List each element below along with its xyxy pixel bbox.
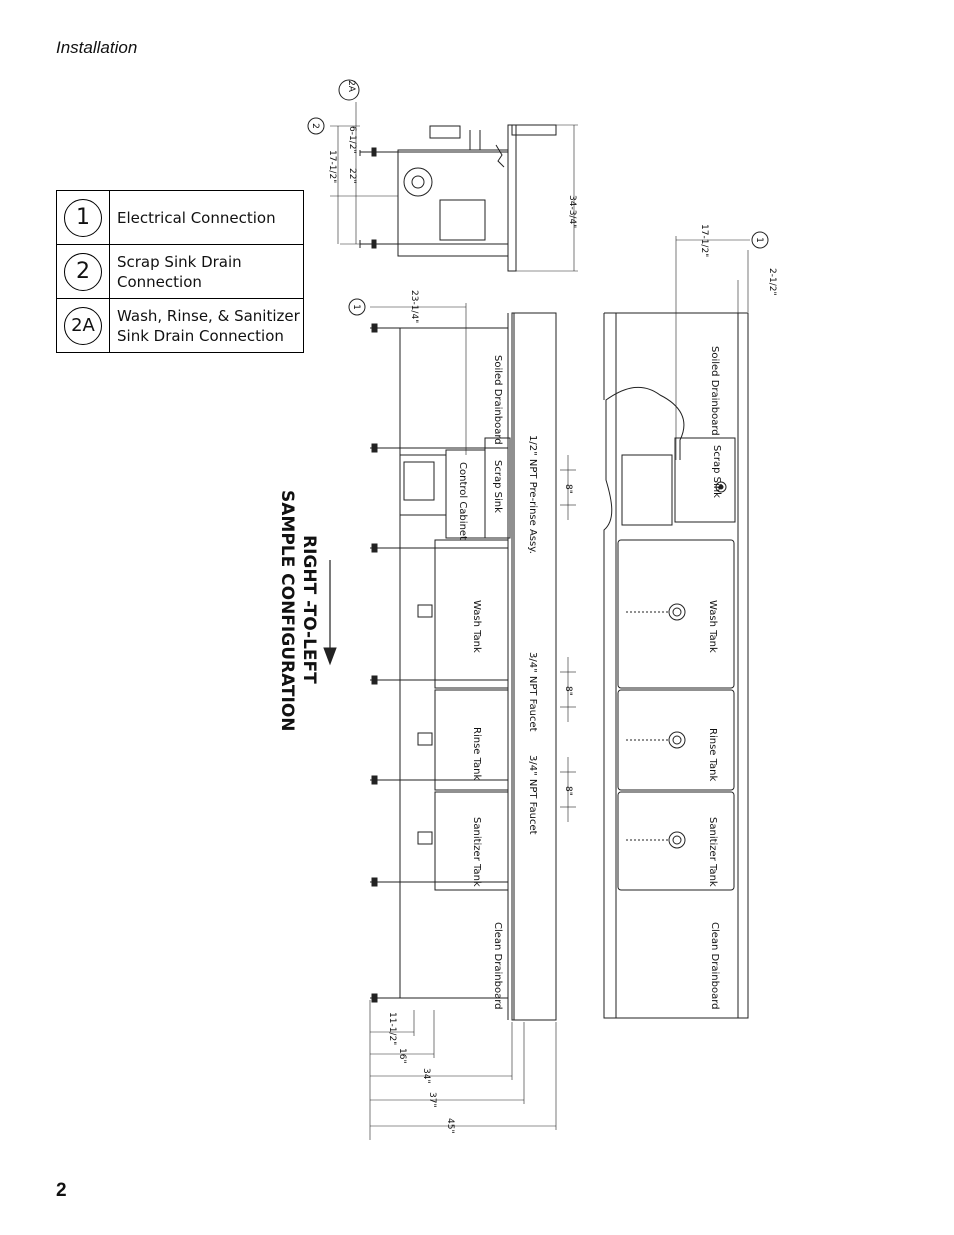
side-marker-2a bbox=[338, 79, 360, 101]
legend-text: Connection bbox=[117, 272, 202, 291]
section-label: Soiled Drainboard bbox=[709, 346, 720, 436]
top-view bbox=[603, 231, 769, 1019]
dim-8-b: 8" bbox=[563, 686, 573, 696]
front-view bbox=[348, 298, 576, 1140]
side-view bbox=[307, 79, 578, 272]
dim-37: 37" bbox=[427, 1092, 437, 1108]
section-label: Sanitizer Tank bbox=[471, 817, 482, 887]
note-label: 1/2" NPT Pre-rinse Assy. bbox=[527, 435, 538, 554]
legend-marker-1: 1 bbox=[64, 198, 102, 237]
section-label: Scrap Sink bbox=[492, 460, 503, 513]
dim-11-1-2: 11-1/2" bbox=[387, 1012, 397, 1045]
dim-6-1-2: 6-1/2" bbox=[347, 126, 357, 154]
front-marker-1-label: 1 bbox=[351, 304, 361, 310]
section-label: Rinse Tank bbox=[707, 728, 718, 782]
dim-34-3-4: 34-3/4" bbox=[567, 195, 577, 228]
dim-16: 16" bbox=[397, 1048, 407, 1064]
dim-8-a: 8" bbox=[563, 484, 573, 494]
dim-2-1-2: 2-1/2" bbox=[767, 268, 777, 296]
front-view-labels: 1 23-1/4" Soiled Drainboard Scrap Sink C… bbox=[351, 290, 573, 1134]
side-view-labels: 2A 2 6-1/2" 17-1/2" 22" 34-3/4" bbox=[310, 80, 577, 228]
top-view-labels: 1 17-1/2" 2-1/2" Soiled Drainboard Scrap… bbox=[699, 224, 777, 1010]
direction-arrowhead bbox=[323, 647, 337, 666]
section-label: Wash Tank bbox=[471, 600, 482, 653]
section-label: Wash Tank bbox=[707, 600, 718, 653]
legend-text: Wash, Rinse, & Sanitizer bbox=[117, 306, 300, 325]
legend-marker-2: 2 bbox=[64, 252, 102, 291]
page-number: 2 bbox=[56, 1180, 67, 1201]
dim-34: 34" bbox=[421, 1068, 431, 1084]
dim-45: 45" bbox=[445, 1118, 455, 1134]
note-label: 3/4" NPT Faucet bbox=[527, 652, 538, 732]
side-marker-2 bbox=[307, 117, 325, 135]
section-label: Clean Drainboard bbox=[709, 922, 720, 1010]
section-label: Soiled Drainboard bbox=[492, 355, 503, 445]
section-label: Control Cabinet bbox=[457, 462, 468, 540]
top-marker-1-label: 1 bbox=[754, 237, 764, 243]
section-label: Scrap Sink bbox=[711, 445, 722, 498]
config-title-line1: RIGHT -TO-LEFT bbox=[299, 535, 319, 684]
dim-17-1-2-top: 17-1/2" bbox=[699, 224, 709, 257]
top-marker-1 bbox=[751, 231, 769, 249]
front-marker-1 bbox=[348, 298, 366, 316]
section-label: Sanitizer Tank bbox=[707, 817, 718, 887]
section-label: Clean Drainboard bbox=[492, 922, 503, 1010]
section-header: Installation bbox=[56, 38, 138, 57]
dim-22: 22" bbox=[347, 168, 357, 184]
legend-text: Sink Drain Connection bbox=[117, 326, 284, 345]
dim-8-c: 8" bbox=[563, 786, 573, 796]
legend-text: Scrap Sink Drain bbox=[117, 252, 242, 271]
note-label: 3/4" NPT Faucet bbox=[527, 755, 538, 835]
legend-text: Electrical Connection bbox=[117, 208, 276, 227]
side-marker-2a-label: 2A bbox=[346, 80, 356, 93]
dim-17-1-2-side: 17-1/2" bbox=[327, 150, 337, 183]
legend-row: 1 Electrical Connection bbox=[56, 190, 304, 245]
section-label: Rinse Tank bbox=[471, 727, 482, 781]
config-title-line2: SAMPLE CONFIGURATION bbox=[277, 490, 297, 732]
connection-legend: 1 Electrical Connection 2 Scrap Sink Dra… bbox=[56, 190, 304, 353]
side-marker-2-label: 2 bbox=[310, 123, 320, 129]
dim-23-1-4: 23-1/4" bbox=[409, 290, 419, 323]
legend-marker-2a: 2A bbox=[64, 306, 102, 345]
